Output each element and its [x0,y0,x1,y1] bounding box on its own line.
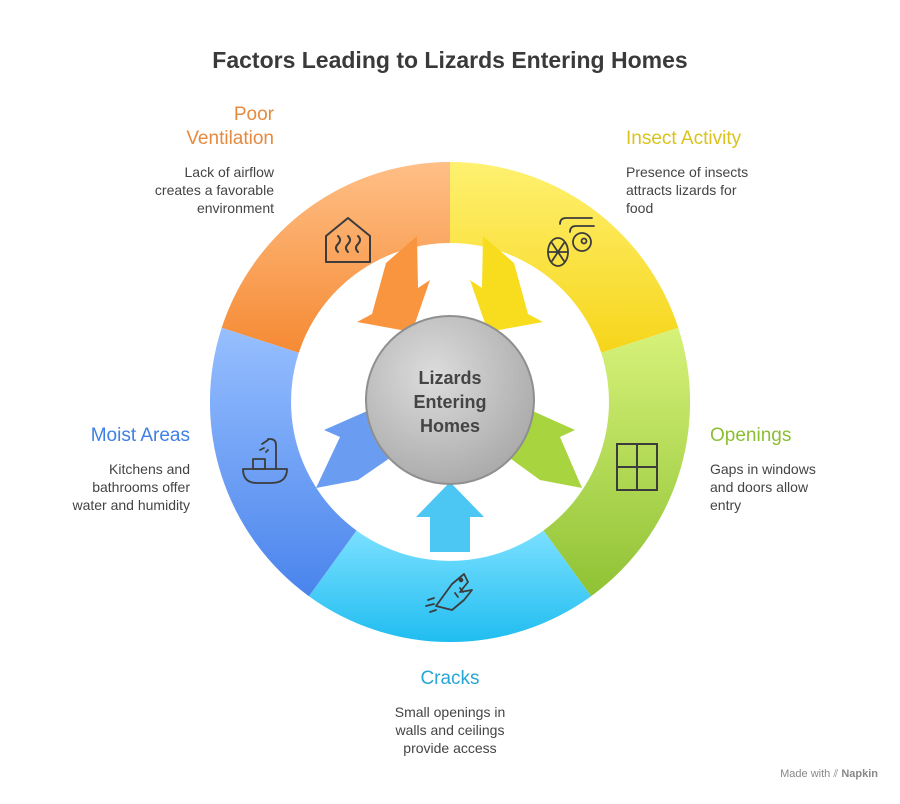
factor-desc-insect-activity: Presence of insects attracts lizards for… [626,163,846,217]
factor-desc-line: and doors allow [710,479,809,495]
factor-title-openings: Openings [710,424,890,448]
arrow-insect-activity [470,236,543,332]
factor-desc-line: water and humidity [72,497,190,513]
factor-title-poor-ventilation: Poor Ventilation [120,103,274,151]
napkin-logo-icon: ⫽ [833,768,839,780]
factor-title-line: Cracks [420,668,480,689]
factor-desc-cracks: Small openings in walls and ceilings pro… [340,703,560,757]
arrow-cracks [416,482,484,552]
factor-title-moist-areas: Moist Areas [40,424,190,448]
factor-desc-line: Lack of airflow [184,164,274,180]
factor-desc-line: food [626,200,654,216]
factor-title-line: Ventilation [186,128,274,149]
factor-title-line: Moist Areas [90,425,190,446]
factor-desc-line: Gaps in windows [710,461,816,477]
center-label-line: Lizards [418,368,482,388]
page-title: Factors Leading to Lizards Entering Home… [212,47,688,73]
factor-desc-line: bathrooms offer [92,479,190,495]
house-heat-icon [325,217,371,263]
arrow-poor-ventilation [357,236,430,332]
center-circle [365,315,535,485]
factor-desc-poor-ventilation: Lack of airflow creates a favorable envi… [100,163,274,217]
factor-title-line: Insect Activity [626,128,742,149]
center-label: Lizards Entering Homes [375,366,525,438]
factor-title-line: Openings [710,425,792,446]
factor-title-cracks: Cracks [350,667,550,691]
window-icon [616,443,658,491]
factor-desc-moist-areas: Kitchens and bathrooms offer water and h… [20,460,190,514]
segment-moist-areas [209,327,357,597]
crocodile-icon [425,573,473,613]
factor-desc-openings: Gaps in windows and doors allow entry [710,460,890,514]
segment-insect-activity [450,161,679,353]
factor-desc-line: Small openings in [394,704,506,720]
factor-desc-line: walls and ceilings [395,722,505,738]
footer-made-with: Made with [780,768,831,780]
factor-desc-line: entry [710,497,742,513]
factor-desc-line: environment [196,200,274,216]
factor-desc-line: Kitchens and [109,461,190,477]
insects-icon [547,217,595,267]
factor-desc-line: attracts lizards for [626,182,737,198]
center-label-line: Homes [419,416,481,436]
factor-desc-line: Presence of insects [626,164,749,180]
factor-desc-line: provide access [403,740,497,756]
segment-poor-ventilation [221,162,450,353]
factor-desc-line: creates a favorable [154,182,274,198]
footer-brand: Napkin [841,768,878,780]
factor-title-insect-activity: Insect Activity [626,127,846,151]
factor-title-line: Poor [233,104,274,125]
center-label-line: Entering [413,392,487,412]
footer-watermark: Made with ⫽ Napkin [780,768,878,781]
bath-shower-icon [242,438,288,484]
